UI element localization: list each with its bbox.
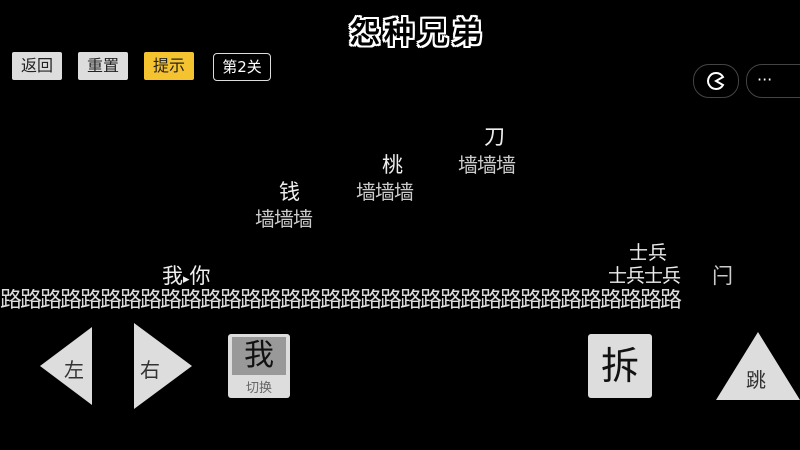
game-title: 怨种兄弟 <box>350 16 486 51</box>
left-label: 左 <box>64 358 84 382</box>
more-menu-button[interactable]: ··· <box>746 64 800 98</box>
player-character[interactable]: 我▸你 <box>162 264 211 292</box>
back-button[interactable]: 返回 <box>12 52 62 80</box>
locked-door: 闩 <box>712 264 733 288</box>
switch-char: 我 <box>232 337 286 375</box>
facing-arrow-icon: ▸ <box>183 272 190 287</box>
money-item: 钱 <box>279 180 300 204</box>
pacman-capsule-button[interactable] <box>693 64 739 98</box>
left-button[interactable]: 左 <box>40 327 94 411</box>
right-button[interactable]: 右 <box>134 323 194 413</box>
jump-triangle-icon <box>716 332 800 400</box>
pacman-icon <box>707 71 725 90</box>
switch-label: 切换 <box>245 381 272 396</box>
player-text: 我 <box>162 264 183 288</box>
right-label: 右 <box>140 358 160 382</box>
soldier-group-top: 士兵 <box>629 242 668 264</box>
right-arrow-icon <box>134 323 192 409</box>
partner-character: 你 <box>189 264 211 288</box>
reset-button[interactable]: 重置 <box>78 52 128 80</box>
jump-label: 跳 <box>746 368 766 392</box>
level-badge: 第2关 <box>213 53 271 81</box>
road-ground: 路路路路路路路路路路路路路路路路路路路路路路路路路路路路路路路路路路 <box>0 289 682 313</box>
door-text: 闩 <box>712 264 733 288</box>
wall-block: 墙墙墙 <box>255 207 313 231</box>
switch-character-button[interactable]: 我 切换 <box>228 334 290 398</box>
soldier-group-bottom: 士兵士兵 <box>608 265 681 287</box>
jump-button[interactable]: 跳 <box>716 332 800 406</box>
wall-block: 墙墙墙 <box>356 180 414 204</box>
wall-block: 墙墙墙 <box>458 153 516 177</box>
knife-item: 刀 <box>484 125 505 149</box>
hint-button[interactable]: 提示 <box>144 52 194 80</box>
peach-item: 桃 <box>382 153 403 177</box>
left-arrow-icon <box>40 327 92 405</box>
dismantle-button[interactable]: 拆 <box>588 334 652 398</box>
